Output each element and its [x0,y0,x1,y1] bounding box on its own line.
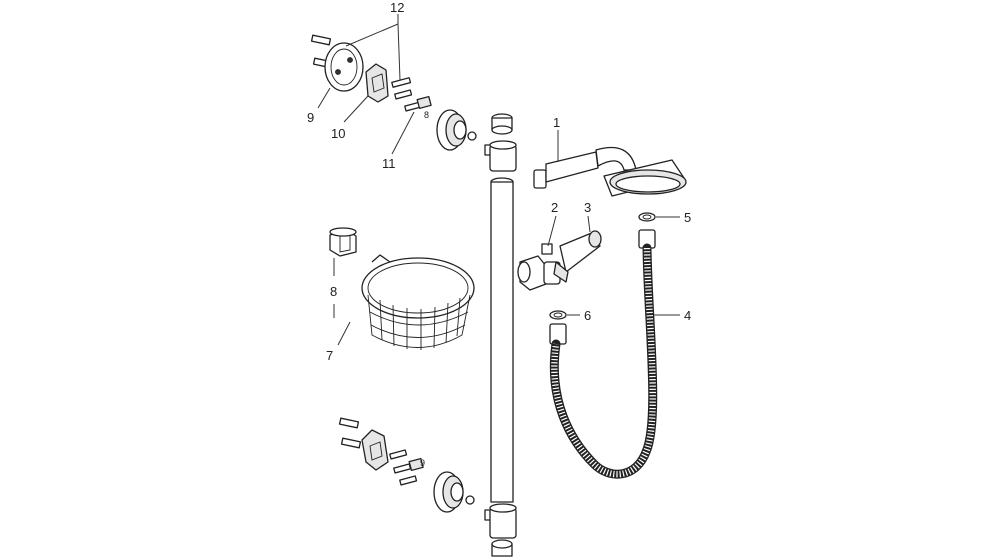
rail-holder-bottom [484,503,517,539]
small-ref-mark: 9 [420,458,425,468]
soap-basket-part-7 [361,254,475,350]
callout-11: 11 [382,156,396,171]
callout-labels: 12 9 10 11 1 2 3 5 6 4 8 7 [307,0,691,363]
callout-8: 8 [330,284,337,299]
rail-holder-top [484,140,517,172]
slide-rail [490,177,514,503]
flange-lower [433,471,475,513]
shower-hose-part-4 [549,229,658,479]
washer-part-6 [549,310,567,320]
rail-end-cap-bottom [491,539,513,557]
callout-9: 9 [307,110,314,125]
slider-part-2 [517,243,561,291]
lower-wall-mount-assembly: 9 [338,417,475,513]
bracket-lower [361,429,389,471]
callout-10: 10 [331,126,345,141]
leader-lines [317,14,680,346]
bracket-part-10 [365,63,389,103]
callout-6: 6 [584,308,591,323]
screw [310,34,332,46]
callout-5: 5 [684,210,691,225]
wall-rosette-part-9 [324,42,364,92]
clip-part-8 [329,227,357,257]
flange-upper [436,109,477,151]
washer-part-5 [638,212,656,222]
slide-rail-assembly [484,113,517,557]
callout-1: 1 [553,115,560,130]
callout-2: 2 [551,200,558,215]
hand-shower-part-1 [533,146,687,197]
callout-12: 12 [390,0,404,15]
shower-holder-part-3 [553,230,602,283]
callout-4: 4 [684,308,691,323]
upper-wall-mount-assembly: 8 [310,34,477,151]
callout-3: 3 [584,200,591,215]
small-ref-mark: 8 [424,110,429,120]
screw-set [391,77,432,112]
callout-7: 7 [326,348,333,363]
rail-end-cap-top [491,113,513,135]
